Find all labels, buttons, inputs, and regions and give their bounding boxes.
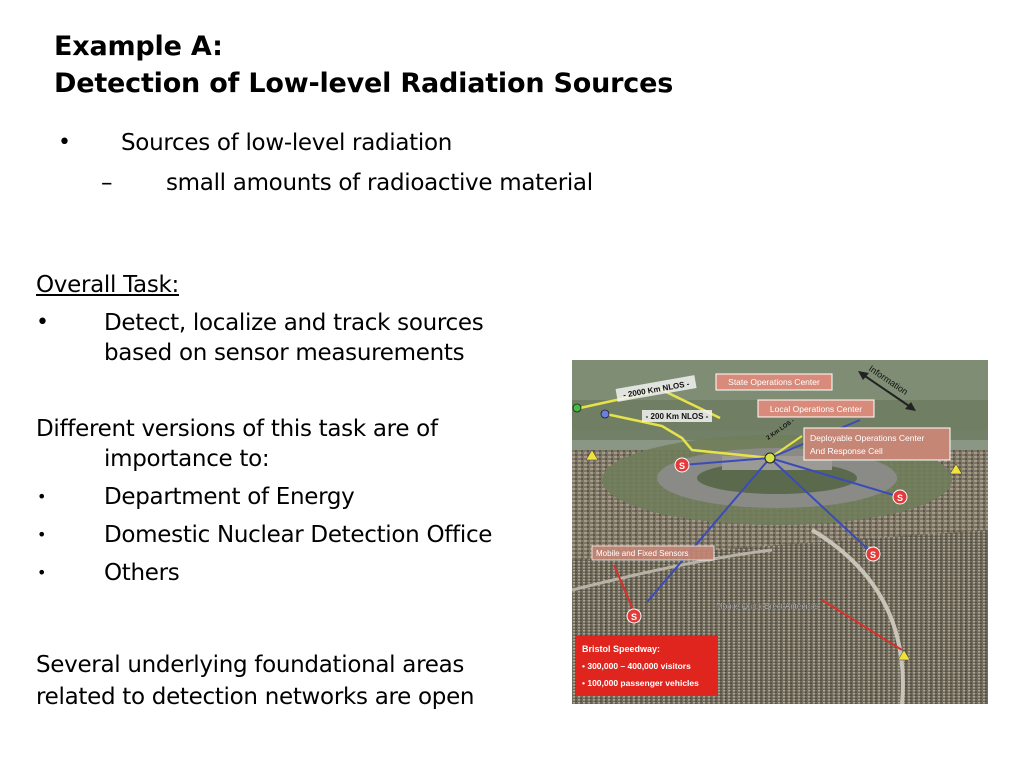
speedway-diagram: S S S S - 2000 Km NLOS - - 200 Km NLOS -… xyxy=(572,360,988,704)
closing-line-1: Several underlying foundational areas xyxy=(36,652,465,678)
state-operations-center-label: State Operations Center xyxy=(715,373,833,391)
antenna-marker xyxy=(585,449,599,461)
mobile-quick-erect-antennas-label: Mobile Quick Erect Antennas xyxy=(716,602,819,611)
version-item-doe: Department of Energy xyxy=(104,484,355,510)
bullet-dot: • xyxy=(37,487,47,506)
svg-text:Local Operations Center: Local Operations Center xyxy=(770,404,862,414)
svg-text:Bristol Speedway:: Bristol Speedway: xyxy=(582,644,660,654)
state-node xyxy=(572,403,582,413)
closing-line-2: related to detection networks are open xyxy=(36,684,475,710)
version-item-others: Others xyxy=(104,560,180,586)
versions-intro-line-1: Different versions of this task are of xyxy=(36,416,438,442)
bristol-speedway-box: Bristol Speedway: • 300,000 – 400,000 vi… xyxy=(576,636,718,696)
sensor-link xyxy=(646,457,771,603)
mobile-fixed-sensors-label: Mobile and Fixed Sensors xyxy=(591,545,715,561)
local-node xyxy=(600,409,610,419)
svg-text:- 200 Km NLOS -: - 200 Km NLOS - xyxy=(646,412,709,421)
sub-bullet-dash: – xyxy=(101,170,113,196)
svg-text:And Response Cell: And Response Cell xyxy=(810,446,883,456)
svg-text:Mobile Quick Erect Antennas: Mobile Quick Erect Antennas xyxy=(716,602,819,611)
deployable-node xyxy=(764,452,776,464)
svg-text:S: S xyxy=(679,461,685,471)
svg-text:Mobile and Fixed Sensors: Mobile and Fixed Sensors xyxy=(596,549,689,558)
svg-text:Deployable Operations Center: Deployable Operations Center xyxy=(810,433,925,443)
antenna-marker xyxy=(949,463,963,475)
sensor-marker: S xyxy=(892,489,908,505)
access-road xyxy=(810,528,905,704)
local-operations-center-label: Local Operations Center xyxy=(757,399,875,418)
slide-title: Example A: Detection of Low-level Radiat… xyxy=(54,28,673,102)
bullet-dot: • xyxy=(37,563,47,582)
deployable-operations-center-label: Deployable Operations Center And Respons… xyxy=(803,427,951,461)
version-item-dndo: Domestic Nuclear Detection Office xyxy=(104,522,493,548)
bullet-sources: Sources of low-level radiation xyxy=(121,130,453,156)
antenna-link xyxy=(821,599,903,651)
bullet-dot: • xyxy=(58,130,71,155)
label-200km-nlos: - 200 Km NLOS - xyxy=(642,410,712,422)
svg-text:S: S xyxy=(631,612,637,622)
versions-intro-line-2: importance to: xyxy=(104,446,270,472)
sensor-link xyxy=(681,457,771,466)
bullet-dot: • xyxy=(37,525,47,544)
title-line-1: Example A: xyxy=(54,31,223,62)
svg-text:• 300,000 – 400,000 visitors: • 300,000 – 400,000 visitors xyxy=(582,661,691,671)
sensor-marker: S xyxy=(674,457,690,473)
mobile-sensor-link xyxy=(613,564,635,613)
svg-text:S: S xyxy=(897,493,903,503)
sensor-marker: S xyxy=(865,546,881,562)
svg-text:State Operations Center: State Operations Center xyxy=(728,377,820,387)
task-item-line-2: based on sensor measurements xyxy=(104,340,465,366)
title-line-2: Detection of Low-level Radiation Sources xyxy=(54,68,674,99)
sub-bullet-material: small amounts of radioactive material xyxy=(166,170,593,196)
task-item-line-1: Detect, localize and track sources xyxy=(104,310,484,336)
speedway-aerial-photo: S S S S - 2000 Km NLOS - - 200 Km NLOS -… xyxy=(572,360,988,704)
antenna-marker xyxy=(897,649,911,661)
svg-text:• 100,000 passenger vehicles: • 100,000 passenger vehicles xyxy=(582,678,699,688)
sensor-link xyxy=(769,457,898,497)
svg-text:S: S xyxy=(870,550,876,560)
bullet-dot: • xyxy=(36,310,49,335)
sensor-marker: S xyxy=(626,608,642,624)
overall-task-heading: Overall Task: xyxy=(36,272,179,298)
sensor-link xyxy=(769,457,873,554)
